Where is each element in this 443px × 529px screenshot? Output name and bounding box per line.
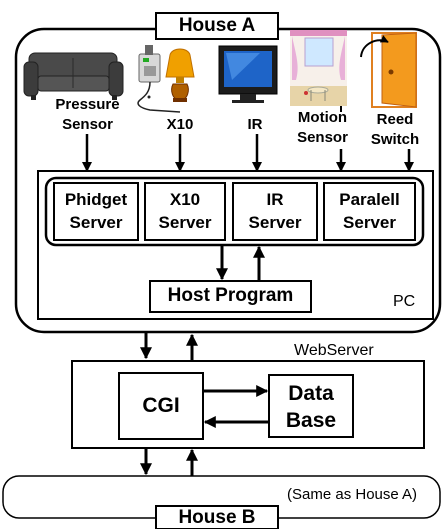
cgi-label: CGI [142, 394, 180, 417]
sofa-icon [23, 52, 124, 100]
house-b-title: House B [178, 507, 256, 528]
lamp-icon [165, 48, 195, 102]
webserver-box [71, 360, 425, 449]
house-b-title-box [155, 505, 279, 529]
ir-server-box [232, 182, 318, 241]
house-b-note: (Same as House A) [287, 486, 418, 503]
pc-box [37, 170, 434, 320]
cgi-box [118, 372, 204, 440]
webserver-label: WebServer [294, 342, 374, 359]
house-a-title-box [155, 12, 279, 40]
host-program-box [149, 280, 312, 313]
x10-server-box [144, 182, 226, 241]
paralell-server-box [323, 182, 416, 241]
server-group [44, 176, 425, 247]
x10-label: X10 [166, 116, 194, 133]
room-icon [290, 30, 347, 106]
x10-module-icon [137, 45, 181, 113]
door-icon [360, 32, 417, 108]
pc-label: PC [393, 293, 416, 310]
phidget-server-box [53, 182, 139, 241]
database-box [268, 374, 354, 438]
tv-icon [218, 45, 278, 103]
house-a-title: House A [178, 15, 256, 36]
ir-label: IR [247, 116, 263, 133]
host-program-label: Host Program [167, 285, 294, 306]
